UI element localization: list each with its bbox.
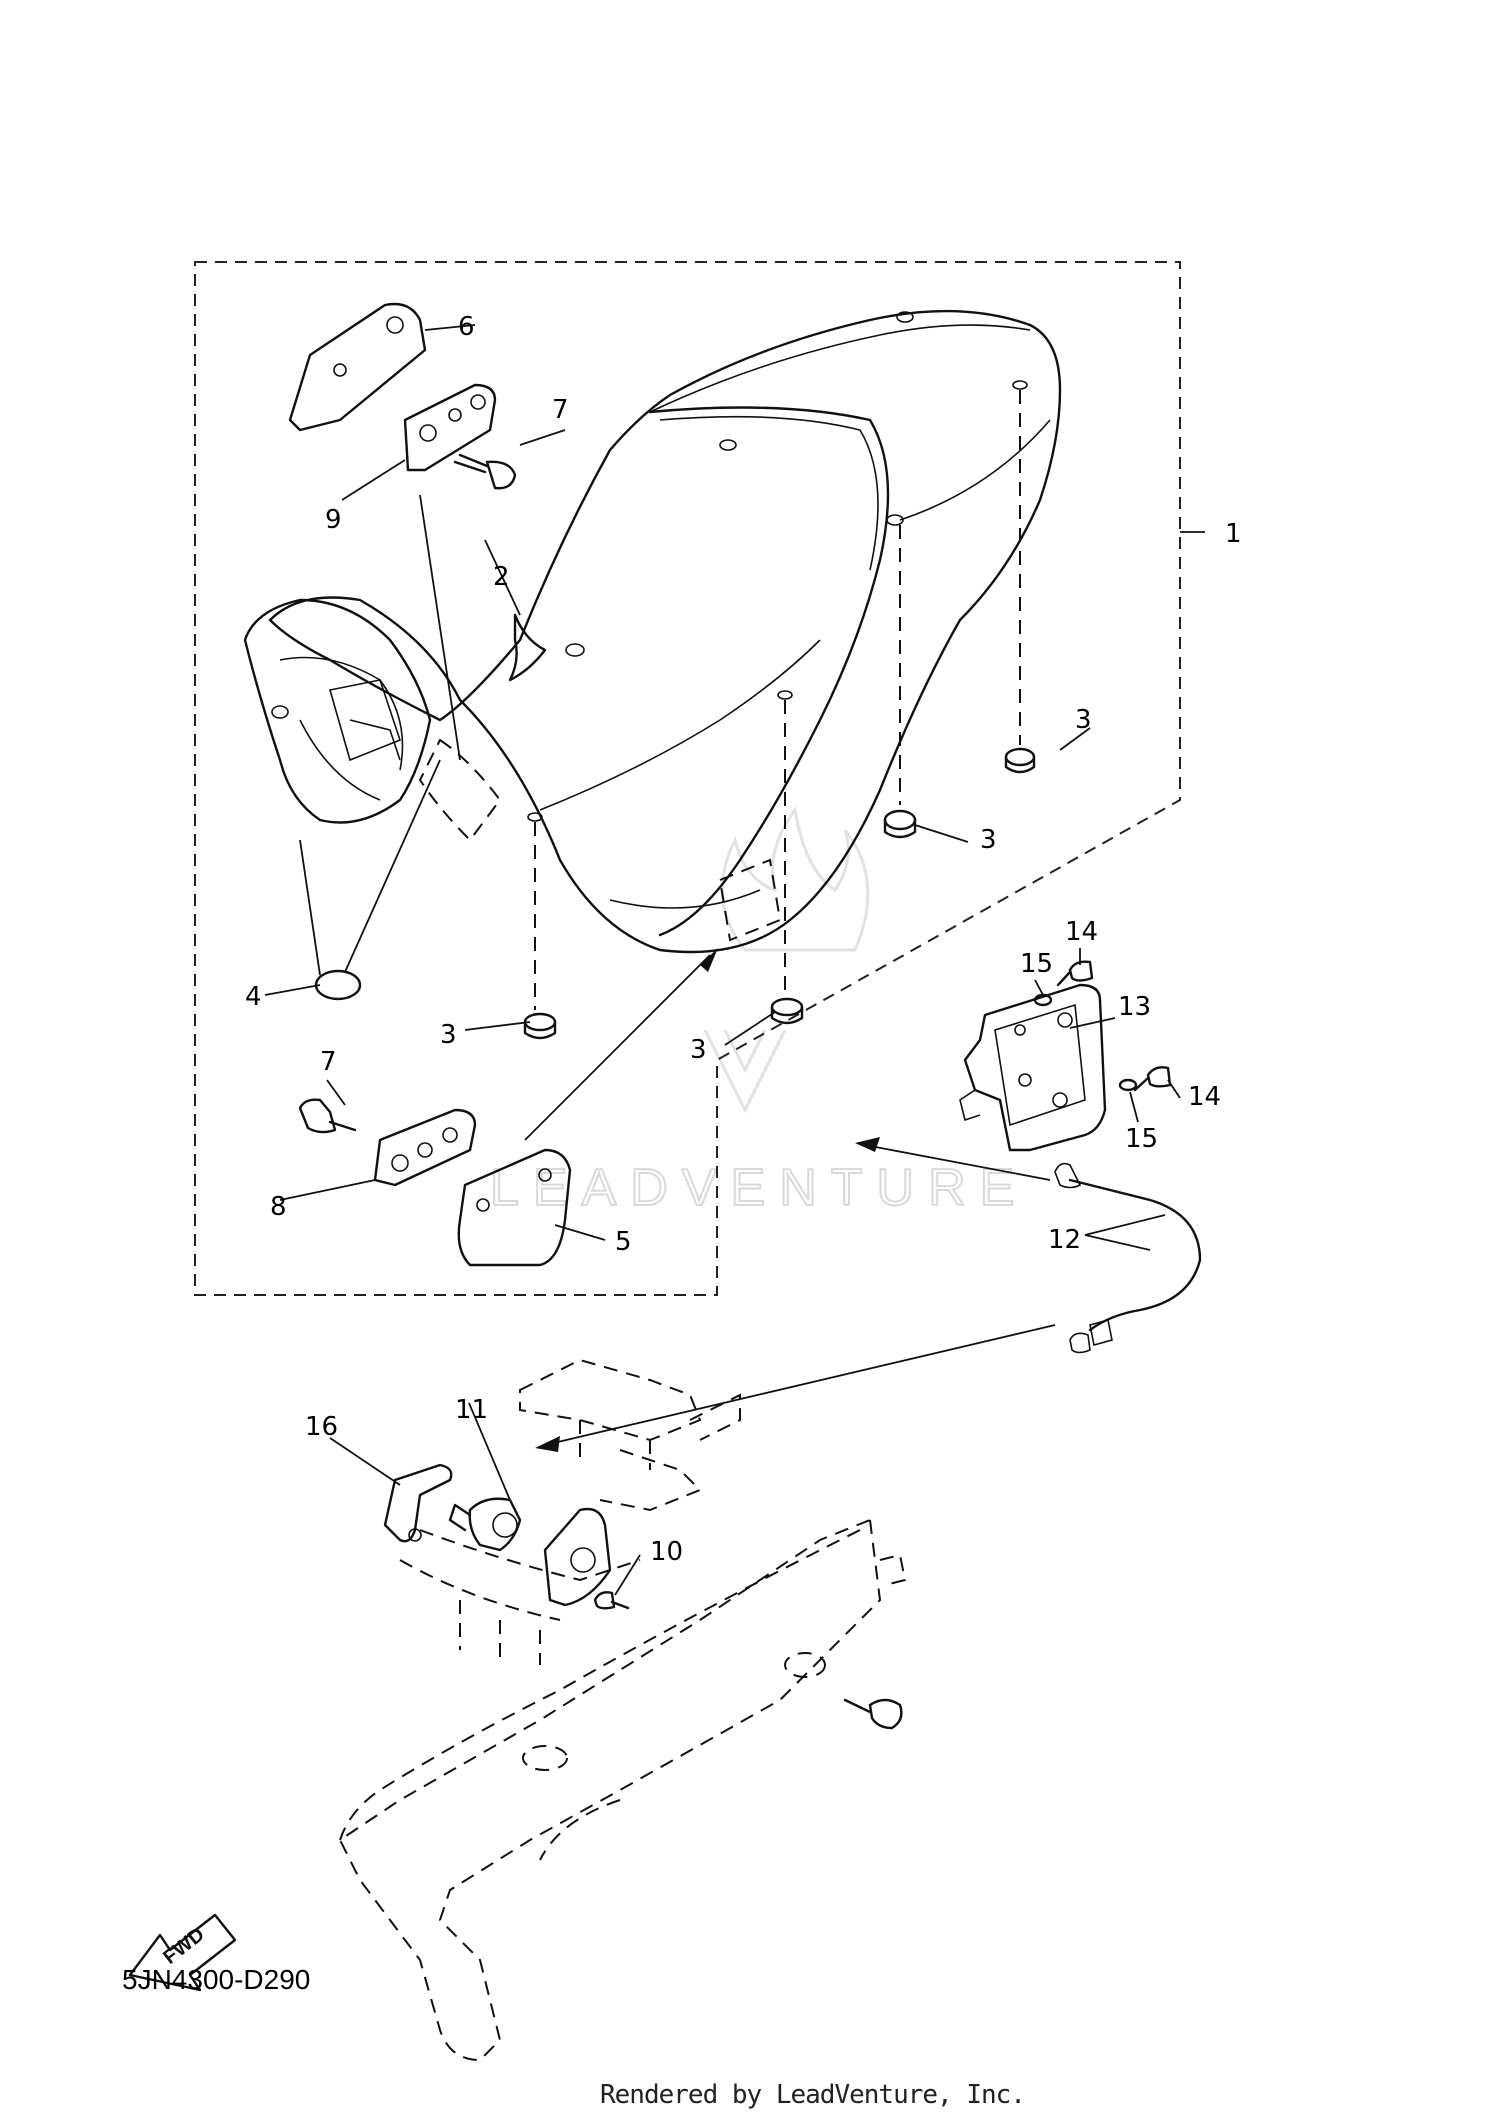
plate-lower [373,1108,477,1187]
diagram-code: 5JN4300-D290 [122,1964,311,1995]
callout-3d: 3 [440,1020,457,1050]
grommet-d [523,1012,557,1040]
callout-12: 12 [1048,1225,1081,1255]
screw-10 [593,1591,630,1610]
callout-3b: 3 [980,825,997,855]
rear-frame-outline [399,1358,741,1665]
seat-lock-cable [1068,1178,1202,1332]
callout-4: 4 [245,982,262,1012]
callout-10: 10 [650,1537,683,1567]
callout-13: 13 [1118,992,1151,1022]
callout-5: 5 [615,1227,632,1257]
plate-upper [403,383,497,472]
leadventure-watermark: LEADVENTURE [489,806,1028,1218]
callout-14a: 14 [1065,917,1098,947]
grommet-a [1004,747,1036,774]
lock-plate [543,1507,612,1607]
bolt-14a [1056,960,1094,987]
callout-9: 9 [325,505,342,535]
lock-stay [383,1463,453,1543]
callout-3a: 3 [1075,705,1092,735]
seat-lock-cylinder [448,1497,522,1552]
bracket-upper [288,302,427,432]
bolt-lower [298,1098,357,1134]
grommet-b [883,809,917,839]
callout-2: 2 [493,562,510,592]
callout-11: 11 [455,1395,488,1425]
callout-8: 8 [270,1192,287,1222]
fwd-label: FWD [159,1923,208,1968]
bolt-14b [1133,1066,1172,1092]
seat-strap [508,613,547,682]
bolt-upper [453,453,517,490]
callout-1: 1 [1225,519,1242,549]
rendered-by-credit: Rendered by LeadVenture, Inc. [600,2080,1026,2110]
seat-lock-bracket [959,983,1107,1152]
grommet-c [770,997,804,1025]
callout-7a: 7 [552,395,569,425]
washer-b [1118,1078,1138,1092]
key [843,1698,903,1730]
callout-15a: 15 [1020,949,1053,979]
seat [243,309,1062,954]
rubber-plug [314,969,362,1001]
side-cover-outline [338,1518,907,2062]
callout-6: 6 [458,312,475,342]
watermark-text: LEADVENTURE [490,1159,1028,1217]
callout-15b: 15 [1125,1124,1158,1154]
callout-14b: 14 [1188,1082,1221,1112]
bracket-lower [457,1148,572,1267]
callout-3c: 3 [690,1035,707,1065]
callout-16: 16 [305,1412,338,1442]
callout-7b: 7 [320,1047,337,1077]
seat-assembly-frame [194,261,1181,1296]
